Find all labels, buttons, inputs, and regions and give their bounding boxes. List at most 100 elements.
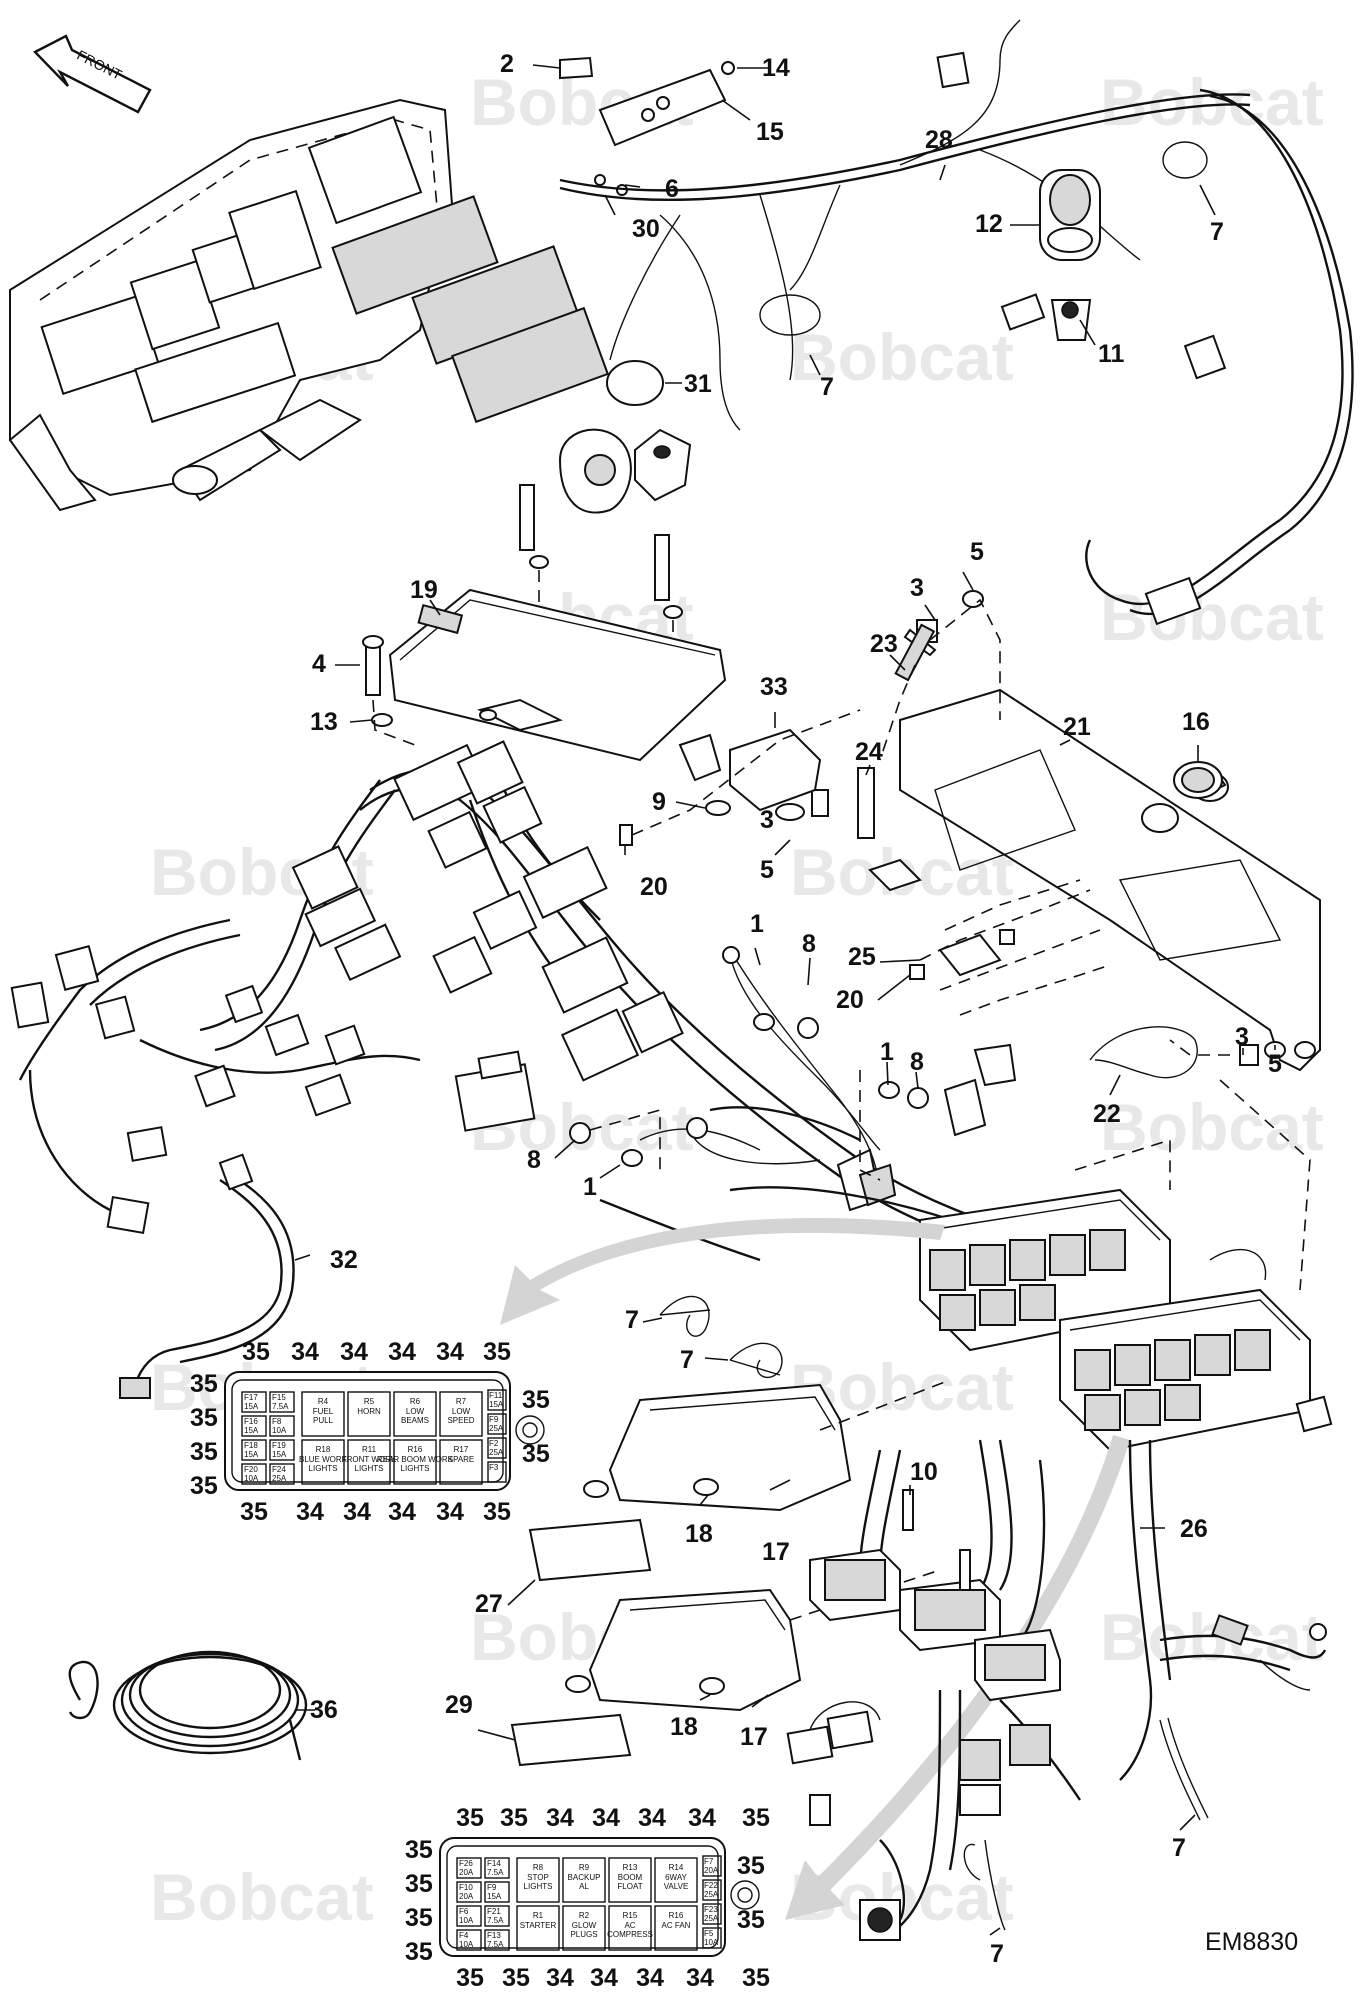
relay-slot — [608, 1857, 652, 1903]
callout-7: 7 — [1210, 218, 1224, 246]
callout-7: 7 — [990, 1940, 1004, 1968]
callout-8: 8 — [527, 1146, 541, 1174]
fuse-slot — [484, 1905, 510, 1927]
relay-slot — [301, 1391, 345, 1437]
fuse-slot — [484, 1881, 510, 1903]
fuse-id: F2 — [489, 1439, 499, 1448]
watermark: Bobcat — [150, 1860, 374, 1934]
hose-36 — [68, 1650, 308, 1761]
fuse-rating: 10A — [704, 1938, 719, 1947]
callout-18: 18 — [670, 1713, 698, 1741]
callout-13: 13 — [310, 708, 338, 736]
panel-bottom-label: 34 — [388, 1498, 416, 1526]
fuse-id: F11 — [489, 1391, 503, 1400]
grey-arrows — [500, 1217, 1130, 1920]
panel-bottom-label: 34 — [636, 1964, 664, 1992]
callout-3: 3 — [910, 574, 924, 602]
fuse-slot — [269, 1391, 295, 1413]
callout-32: 32 — [330, 1246, 358, 1274]
fuse-rating: 15A — [489, 1400, 504, 1409]
callout-10: 10 — [910, 1458, 938, 1486]
callout-15: 15 — [756, 118, 784, 146]
panel-top-label: 34 — [291, 1338, 319, 1366]
panel-top-label: 35 — [456, 1804, 484, 1832]
fasteners-3-5 — [775, 590, 1286, 1066]
fuse-id: F15 — [272, 1393, 286, 1402]
main-harness — [10, 740, 1041, 1399]
relay-slot — [347, 1391, 391, 1437]
relay-function: FUEL — [313, 1407, 334, 1416]
fuse-rating: 10A — [459, 1940, 474, 1949]
fuse-rating: 15A — [272, 1450, 287, 1459]
relay-function: AL — [579, 1882, 589, 1891]
fuse-id: F23 — [704, 1905, 718, 1914]
callout-22: 22 — [1093, 1100, 1121, 1128]
fuse-slot — [269, 1415, 295, 1437]
fuse-id: F10 — [459, 1883, 473, 1892]
connectors-10-26 — [786, 1439, 1327, 1942]
relay-function: GLOW — [572, 1921, 597, 1930]
callout-26: 26 — [1180, 1515, 1208, 1543]
relay-function: BEAMS — [401, 1416, 429, 1425]
relay-slot — [608, 1905, 652, 1951]
relay-id: R18 — [316, 1445, 331, 1454]
panel-left-label: 35 — [190, 1370, 218, 1398]
callout-3: 3 — [760, 806, 774, 834]
fuse-rating: 15A — [487, 1892, 502, 1901]
relay-slot — [393, 1391, 437, 1437]
relay-function: SPARE — [448, 1455, 475, 1464]
relay-id: R4 — [318, 1397, 329, 1406]
callout-11: 11 — [1098, 340, 1125, 368]
fuse-rating: 25A — [704, 1890, 719, 1899]
callout-23: 23 — [870, 630, 898, 658]
callout-31: 31 — [684, 370, 712, 398]
panel-bottom-label: 35 — [456, 1964, 484, 1992]
panel-top-label: 34 — [546, 1804, 574, 1832]
fuse-rating: 15A — [244, 1450, 259, 1459]
relay-33 — [619, 709, 861, 846]
fuse-id: F24 — [272, 1465, 286, 1474]
relay-function: LIGHTS — [355, 1464, 384, 1473]
callout-7: 7 — [1172, 1834, 1186, 1862]
fuse-slot — [241, 1415, 267, 1437]
relay-function: FLOAT — [617, 1882, 642, 1891]
relay-id: R13 — [623, 1863, 638, 1872]
fuse-id: F5 — [704, 1929, 714, 1938]
fuse-slot — [487, 1413, 507, 1435]
relay-function: LIGHTS — [401, 1464, 430, 1473]
relay-function: LIGHTS — [309, 1464, 338, 1473]
fuse-slot — [487, 1461, 507, 1483]
panel-bottom-label: 34 — [296, 1498, 324, 1526]
fuse-slot — [241, 1463, 267, 1485]
fuse-rating: 10A — [272, 1426, 287, 1435]
switch-plate-parts — [559, 56, 735, 196]
watermark: Bobcat — [790, 320, 1014, 394]
fuse-slot — [456, 1857, 482, 1879]
fuse-id: F9 — [489, 1415, 499, 1424]
fuse-rating: 25A — [704, 1914, 719, 1923]
front-arrow: FRONT — [33, 34, 152, 114]
relay-function: COMPRESS — [607, 1930, 653, 1939]
callout-2: 2 — [500, 50, 514, 78]
fuse-rating: 15A — [244, 1402, 259, 1411]
panel-top-label: 35 — [742, 1804, 770, 1832]
fuse-slot — [456, 1905, 482, 1927]
panel-bottom-label: 34 — [590, 1964, 618, 1992]
panel-top-label: 34 — [688, 1804, 716, 1832]
fuse-rating: 20A — [704, 1866, 719, 1875]
relay-function: BLUE WORK — [299, 1455, 348, 1464]
plug-16 — [1173, 761, 1223, 799]
fuse-id: F17 — [244, 1393, 258, 1402]
callout-19: 19 — [410, 576, 438, 604]
relay-function: PLUGS — [570, 1930, 597, 1939]
panel-left-label: 35 — [405, 1836, 433, 1864]
fuse-id: F7 — [704, 1857, 714, 1866]
fuse-slot — [241, 1439, 267, 1461]
relay-slot — [654, 1905, 698, 1951]
watermark: Bobcat — [1100, 580, 1324, 654]
fuse-box-assembly — [599, 1079, 1333, 1452]
relay-id: R14 — [669, 1863, 684, 1872]
relay-function: STOP — [527, 1873, 549, 1882]
callout-4: 4 — [312, 650, 326, 678]
